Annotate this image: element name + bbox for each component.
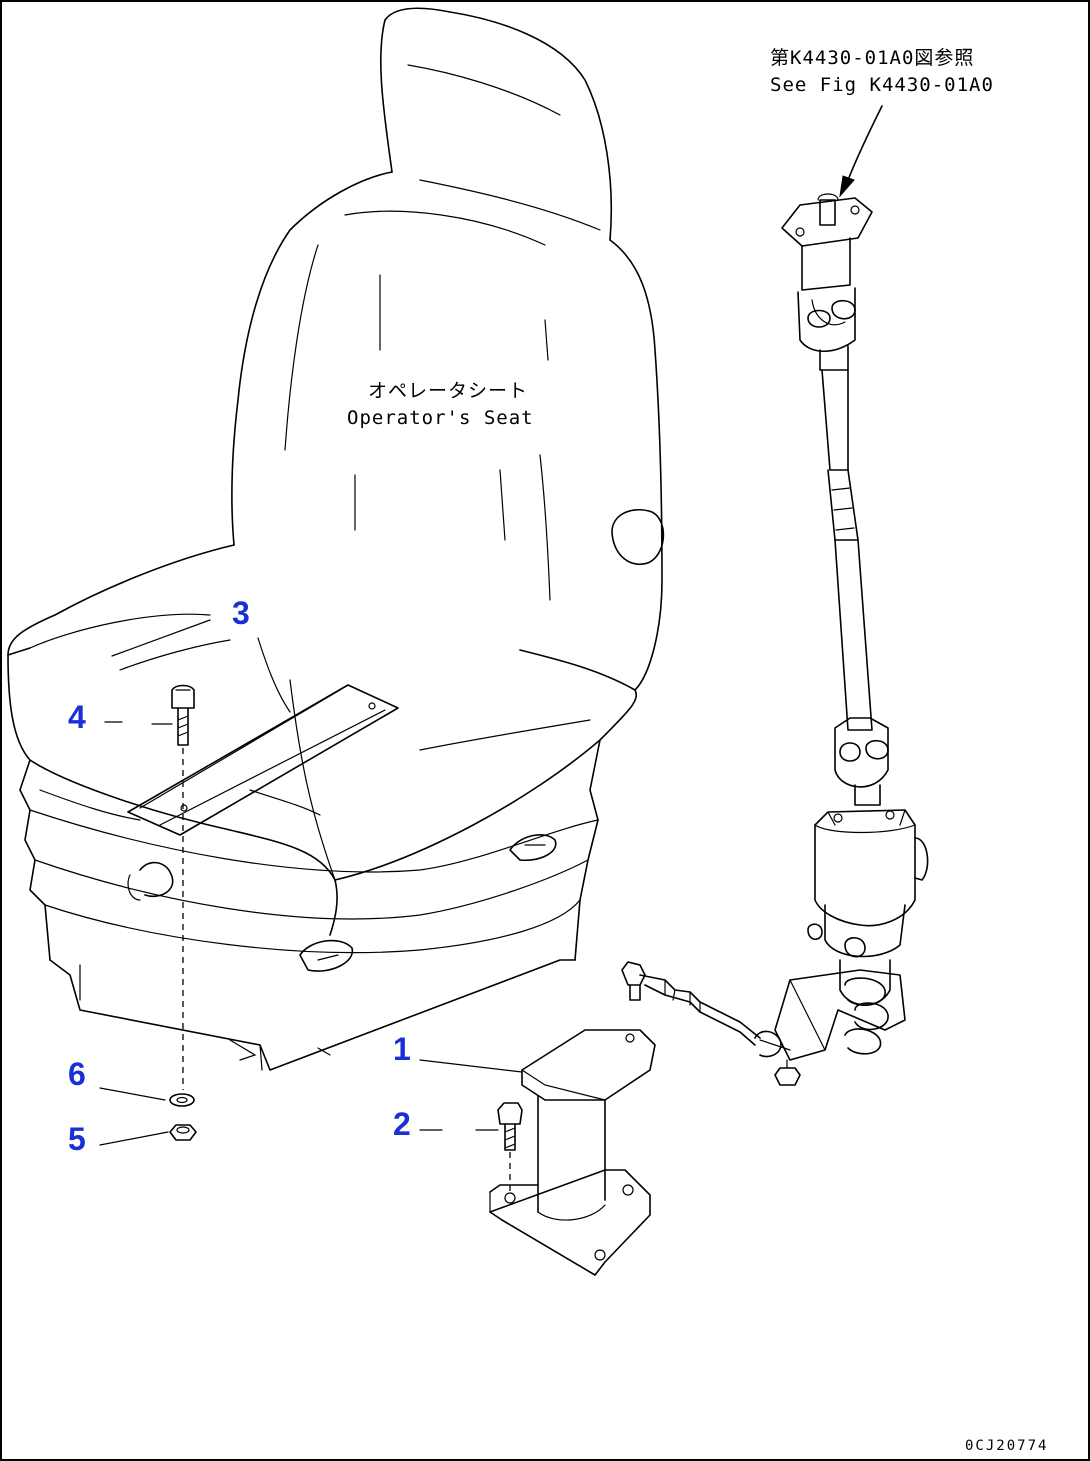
nut-5-drawing bbox=[169, 1124, 197, 1141]
reference-leader bbox=[847, 105, 883, 181]
steering-column bbox=[774, 193, 929, 1086]
callout-4: 4 bbox=[68, 699, 86, 735]
reference-line-jp: 第K4430-01A0図参照 bbox=[770, 47, 974, 69]
seat-label-jp: オペレータシート bbox=[368, 380, 528, 402]
mounting-stand-1-drawing bbox=[489, 1029, 656, 1276]
bolt-4-drawing bbox=[171, 684, 195, 1090]
reference-arrow bbox=[839, 175, 855, 198]
leader-3-a bbox=[111, 619, 211, 657]
leader-1 bbox=[419, 1059, 523, 1073]
seat-label-en: Operator's Seat bbox=[347, 407, 534, 429]
link-rod bbox=[621, 961, 791, 1058]
callout-5: 5 bbox=[68, 1121, 86, 1157]
operator-seat bbox=[7, 7, 665, 1071]
bolt-2-drawing bbox=[497, 1102, 523, 1192]
callout-1: 1 bbox=[393, 1031, 411, 1067]
callout-2: 2 bbox=[393, 1106, 411, 1142]
drawing-code: 0CJ20774 bbox=[965, 1438, 1048, 1454]
callout-3: 3 bbox=[232, 595, 250, 631]
leader-3-b bbox=[257, 637, 291, 713]
washer-6-drawing bbox=[169, 1093, 195, 1107]
leader-5 bbox=[99, 1131, 169, 1146]
callout-6: 6 bbox=[68, 1056, 86, 1092]
reference-line-en: See Fig K4430-01A0 bbox=[770, 74, 994, 96]
leader-6 bbox=[99, 1087, 166, 1101]
